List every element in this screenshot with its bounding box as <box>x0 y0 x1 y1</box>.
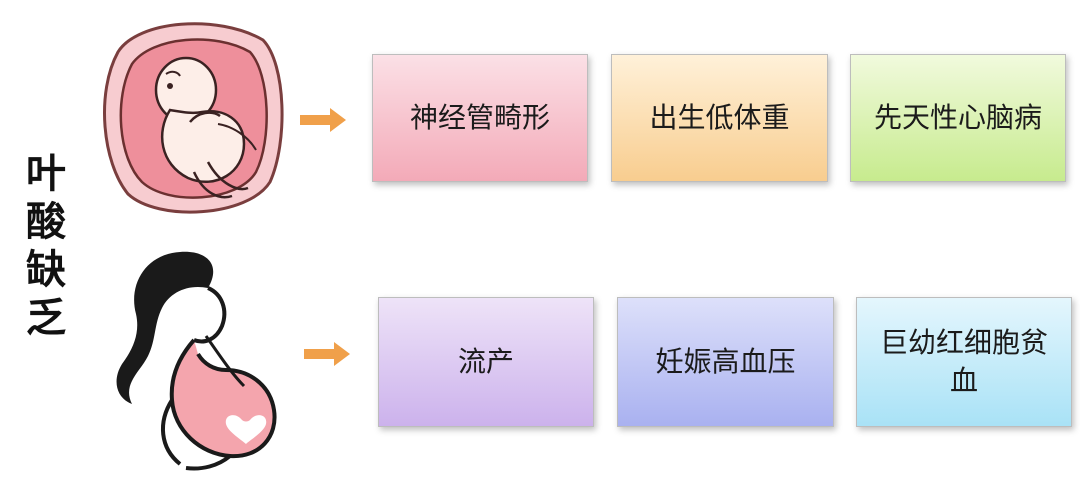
condition-box-congenital-heart-brain-disease: 先天性心脑病 <box>850 54 1066 182</box>
condition-label: 巨幼红细胞贫血 <box>879 326 1048 397</box>
condition-box-megaloblastic-anemia: 巨幼红细胞贫血 <box>856 297 1072 427</box>
pregnant-woman-icon <box>116 251 277 471</box>
title-text: 叶酸缺乏 <box>19 152 65 344</box>
side-title: 叶酸缺乏 <box>14 128 70 368</box>
condition-box-low-birth-weight: 出生低体重 <box>611 54 828 182</box>
condition-box-miscarriage: 流产 <box>378 297 594 427</box>
fetus-in-womb-icon <box>103 22 284 214</box>
condition-box-gestational-hypertension: 妊娠高血压 <box>617 297 834 427</box>
condition-label: 妊娠高血压 <box>655 345 796 379</box>
condition-label: 出生低体重 <box>649 101 790 135</box>
condition-label: 神经管畸形 <box>409 101 550 135</box>
condition-box-neural-tube-defect: 神经管畸形 <box>372 54 588 182</box>
right-arrow-icon <box>300 108 346 132</box>
right-arrow-icon <box>304 342 350 366</box>
condition-label: 流产 <box>457 345 514 379</box>
condition-label: 先天性心脑病 <box>873 101 1042 135</box>
